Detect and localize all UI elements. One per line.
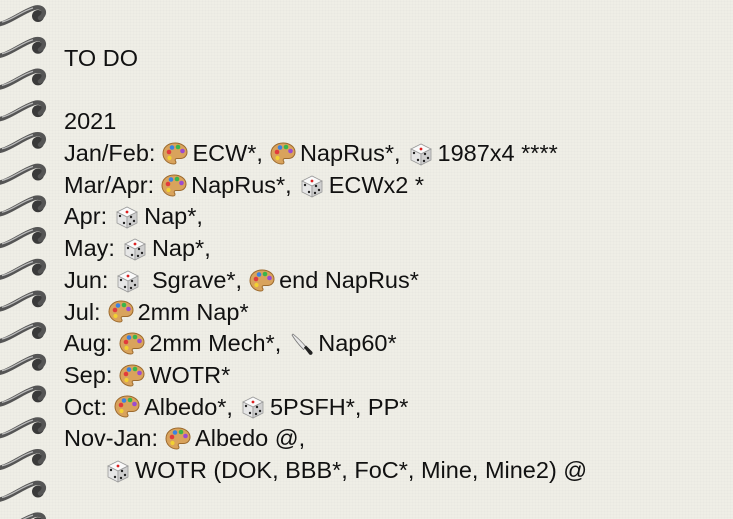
spiral-ring — [0, 100, 47, 122]
entries-list: Jan/Feb: ECW*, NapRus*, 1987x4 **** Mar/Apr:… — [64, 138, 723, 487]
palette-icon — [248, 267, 276, 295]
entry-item-text: ECWx2 * — [328, 171, 425, 198]
spiral-binding — [0, 5, 47, 519]
entry-month: Nov-Jan: — [64, 425, 159, 452]
entry-month: Jun: — [64, 266, 109, 293]
note-year: 2021 — [64, 108, 117, 135]
todo-entry: Sep: WOTR* — [64, 360, 723, 392]
entry-month: Jan/Feb: — [64, 140, 156, 167]
note-body[interactable]: TO DO 2021 Jan/Feb: ECW*, NapRus*, 1987x4 *… — [64, 43, 723, 487]
entry-item-text: WOTR (DOK, BBB*, FoC*, Mine, Mine2) @ — [135, 456, 588, 483]
entry-item-text: Nap60* — [318, 330, 397, 357]
todo-entry: Jun: Sgrave*, end NapRus* — [64, 265, 723, 297]
entry-item-text: NapRus*, — [191, 171, 292, 198]
todo-entry: Aug: 2mm Mech*, Nap60* — [64, 328, 723, 360]
entry-item-text: Sgrave*, — [145, 266, 243, 293]
palette-icon — [161, 140, 189, 168]
entry-item-text: 2mm Mech*, — [149, 330, 282, 357]
palette-icon — [269, 140, 297, 168]
palette-icon — [118, 362, 146, 390]
dice-icon — [114, 267, 142, 295]
spiral-ring — [0, 417, 47, 439]
entry-item-text: Albedo @, — [195, 425, 306, 452]
spiral-ring — [0, 163, 47, 185]
dice-icon — [104, 457, 132, 485]
palette-icon — [113, 393, 141, 421]
note-title: TO DO — [64, 45, 138, 71]
spiral-ring — [0, 5, 47, 27]
spiral-ring — [0, 195, 47, 217]
spiral-ring — [0, 227, 47, 249]
todo-entry: Oct: Albedo*, 5PSFH*, PP* — [64, 392, 723, 424]
dice-icon — [121, 235, 149, 263]
palette-icon — [107, 298, 135, 326]
dice-icon — [298, 172, 326, 200]
entry-item-text: 2mm Nap* — [137, 298, 249, 325]
entry-month: Mar/Apr: — [64, 171, 155, 198]
blank-line — [64, 75, 723, 107]
entry-item-text: WOTR* — [149, 361, 231, 388]
spiral-ring — [0, 448, 47, 471]
entry-item-text: 1987x4 **** — [437, 140, 558, 167]
palette-icon — [160, 172, 188, 200]
spiral-ring — [0, 36, 47, 58]
spiral-ring — [0, 258, 47, 280]
entry-item-text: 5PSFH*, PP* — [269, 393, 409, 420]
entry-item-text: Nap*, — [144, 203, 203, 230]
entry-item-text: ECW*, — [192, 140, 263, 167]
entry-month: May: — [64, 235, 115, 262]
spiral-ring — [0, 322, 47, 344]
entry-month: Jul: — [64, 298, 101, 325]
entry-item-text: Albedo*, — [144, 393, 233, 420]
todo-entry: Mar/Apr: NapRus*, ECWx2 * — [64, 170, 723, 202]
entry-item-text: NapRus*, — [299, 140, 401, 167]
spiral-ring — [0, 385, 47, 407]
entry-item-text: Nap*, — [151, 235, 211, 262]
todo-entry: Nov-Jan: Albedo @, — [64, 423, 723, 455]
todo-entry: Jul: 2mm Nap* — [64, 297, 723, 329]
palette-icon — [118, 330, 146, 358]
dice-icon — [113, 203, 141, 231]
entry-item-text: end NapRus* — [279, 266, 419, 293]
palette-icon — [164, 425, 192, 453]
dice-icon — [407, 140, 435, 168]
spiral-ring — [20, 512, 47, 519]
entry-month: Sep: — [64, 361, 113, 388]
todo-entry: WOTR (DOK, BBB*, FoC*, Mine, Mine2) @ — [64, 455, 723, 487]
todo-entry: Jan/Feb: ECW*, NapRus*, 1987x4 **** — [64, 138, 723, 170]
todo-entry: Apr: Nap*, — [64, 201, 723, 233]
entry-month: Apr: — [64, 203, 108, 230]
spiral-ring — [0, 290, 47, 312]
knife-icon — [287, 330, 315, 358]
entry-month: Aug: — [64, 330, 113, 357]
spiral-ring — [0, 68, 47, 90]
entry-month: Oct: — [64, 393, 108, 420]
todo-entry: May: Nap*, — [64, 233, 723, 265]
spiral-ring — [0, 353, 47, 375]
spiral-ring — [0, 131, 47, 154]
spiral-ring — [0, 480, 47, 502]
dice-icon — [239, 393, 267, 421]
